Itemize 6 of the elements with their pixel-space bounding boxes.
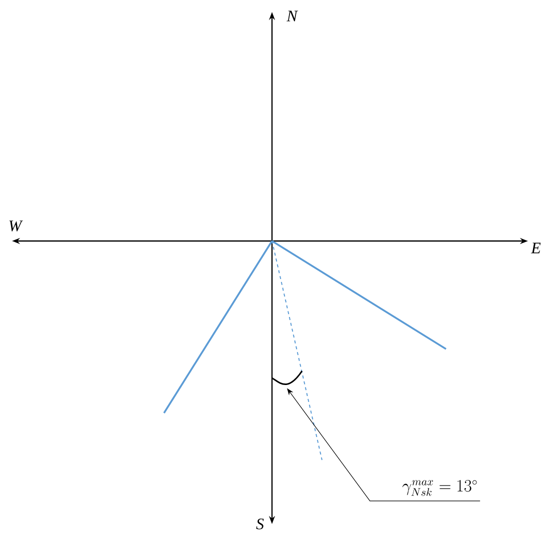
compass-label: N [286,10,298,22]
angle-arc [272,370,303,385]
compass-label: S [256,518,264,530]
compass-label: E [530,242,541,254]
formula-label: $\gamma_{Nsk}^{max} = 13^{\circ}$ [402,480,477,496]
compass-label: W [9,220,23,232]
